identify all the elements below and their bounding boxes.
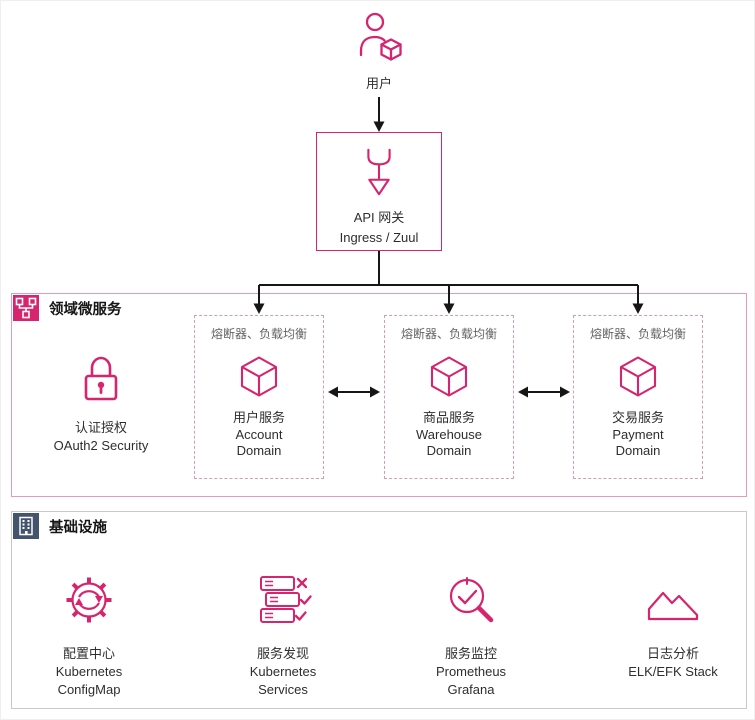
service-name-en-1: Account: [235, 427, 283, 442]
infra-label-line: 服务监控: [444, 646, 497, 661]
server-list-icon: [260, 576, 312, 623]
service-name-en-2: Domain: [426, 443, 472, 458]
gateway-subtitle: Ingress / Zuul: [339, 230, 419, 245]
auth-label-zh: 认证授权: [74, 420, 127, 435]
domain-section-title: 领域微服务: [49, 301, 122, 318]
infra-label-line: Services: [258, 682, 308, 697]
mountain-chart-icon: [647, 591, 699, 621]
service-node-warehouse: 熔断器、负载均衡 商品服务 Warehouse Domain: [384, 315, 514, 479]
infra-item-config-center: 配置中心 Kubernetes ConfigMap: [14, 571, 164, 699]
infra-label-line: 日志分析: [646, 646, 699, 661]
infra-section-header: 基础设施: [13, 513, 107, 539]
magnifier-check-icon: [449, 577, 494, 623]
cube-icon: [430, 356, 468, 397]
circuit-breaker-badge: 熔断器、负载均衡: [400, 327, 497, 341]
cube-icon: [240, 356, 278, 397]
service-name-zh: 交易服务: [611, 410, 664, 425]
infra-label-line: Prometheus: [435, 664, 507, 679]
service-name-zh: 商品服务: [422, 410, 475, 425]
gear-sync-icon: [66, 577, 112, 623]
user-label: 用户: [365, 76, 392, 91]
infra-label-line: 服务发现: [256, 646, 309, 661]
infra-label-line: ConfigMap: [57, 682, 121, 697]
gateway-title: API 网关: [353, 210, 405, 225]
auth-label-en: OAuth2 Security: [53, 438, 149, 453]
infrastructure-section: [11, 511, 747, 709]
api-gateway-node: API 网关 Ingress / Zuul: [316, 132, 442, 251]
infra-label-line: Kubernetes: [249, 664, 317, 679]
service-name-en-1: Payment: [612, 427, 664, 442]
service-name-en-1: Warehouse: [416, 427, 482, 442]
infra-item-monitoring: 服务监控 Prometheus Grafana: [396, 571, 546, 699]
gateway-ingress-icon: [367, 148, 391, 196]
user-icon: [359, 12, 402, 61]
service-name-zh: 用户服务: [232, 410, 285, 425]
microservices-icon: [13, 295, 39, 321]
circuit-breaker-badge: 熔断器、负载均衡: [210, 327, 307, 341]
service-name-en-2: Domain: [236, 443, 282, 458]
infrastructure-building-icon: [13, 513, 39, 539]
service-node-payment: 熔断器、负载均衡 交易服务 Payment Domain: [573, 315, 703, 479]
infra-section-title: 基础设施: [49, 519, 107, 536]
lock-icon: [84, 356, 118, 401]
circuit-breaker-badge: 熔断器、负载均衡: [589, 327, 686, 341]
infra-label-line: 配置中心: [62, 646, 115, 661]
infra-item-service-discovery: 服务发现 Kubernetes Services: [208, 571, 358, 699]
domain-section-header: 领域微服务: [13, 295, 122, 321]
infra-item-log-analysis: 日志分析 ELK/EFK Stack: [598, 571, 748, 681]
infra-label-line: Kubernetes: [55, 664, 123, 679]
service-name-en-2: Domain: [615, 443, 661, 458]
auth-node-label: 认证授权 OAuth2 Security: [21, 419, 181, 455]
service-node-account: 熔断器、负载均衡 用户服务 Account Domain: [194, 315, 324, 479]
infra-label-line: ELK/EFK Stack: [628, 664, 718, 679]
cube-icon: [619, 356, 657, 397]
infra-label-line: Grafana: [447, 682, 495, 697]
